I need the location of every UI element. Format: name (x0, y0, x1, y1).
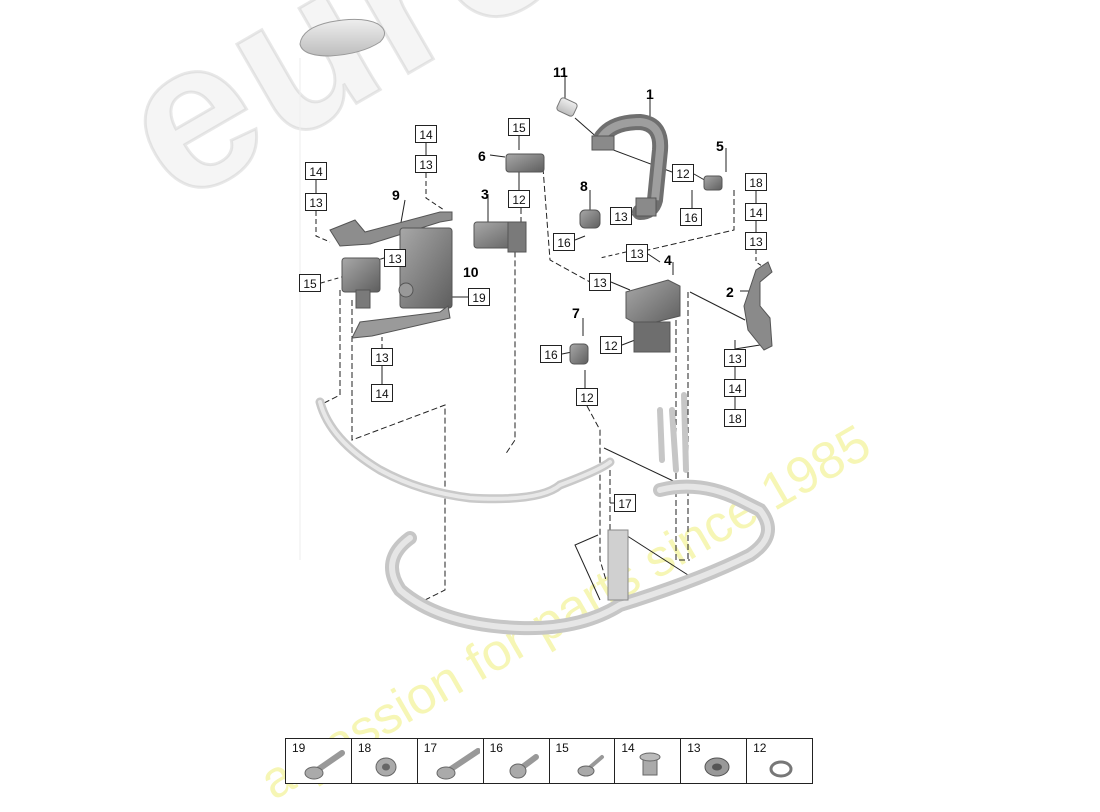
spacer-sleeve-icon (639, 752, 661, 776)
part-number-5: 5 (716, 138, 724, 154)
callout-box: 13 (626, 244, 648, 262)
legend-label: 16 (489, 741, 503, 755)
callout-box: 13 (305, 193, 327, 211)
part-number-7: 7 (572, 305, 580, 321)
legend-label: 13 (687, 741, 701, 755)
callout-box: 15 (508, 118, 530, 136)
callout-box: 13 (415, 155, 437, 173)
part-10-lower-bracket (351, 305, 451, 339)
legend-label: 14 (621, 741, 635, 755)
part-8-sensor (579, 209, 601, 229)
legend-cell-16: 16 (484, 739, 550, 783)
callout-box: 13 (589, 273, 611, 291)
callout-box: 13 (724, 349, 746, 367)
part-2-bracket (743, 261, 773, 351)
part-number-8: 8 (580, 178, 588, 194)
callout-box: 13 (610, 207, 632, 225)
legend-cell-18: 18 (352, 739, 418, 783)
callout-box: 15 (299, 274, 321, 292)
part-9-bracket (329, 211, 453, 247)
part-11-sensor (556, 97, 578, 117)
fastener-legend: 19 18 17 16 15 14 13 12 (285, 738, 813, 784)
part-15-sensor (341, 257, 381, 309)
part-number-9: 9 (392, 187, 400, 203)
part-1-hose (591, 113, 669, 220)
legend-cell-12: 12 (747, 739, 812, 783)
flange-bolt-icon (304, 750, 345, 780)
callout-box: 14 (371, 384, 393, 402)
callout-box: 13 (384, 249, 406, 267)
legend-label: 19 (292, 741, 306, 755)
callout-box: 13 (745, 232, 767, 250)
callout-box: 16 (680, 208, 702, 226)
part-7-sensor (569, 343, 589, 365)
legend-cell-15: 15 (550, 739, 616, 783)
callout-box: 16 (540, 345, 562, 363)
part-number-2: 2 (726, 284, 734, 300)
callout-box: 17 (614, 494, 636, 512)
part-number-4: 4 (664, 252, 672, 268)
legend-cell-14: 14 (615, 739, 682, 783)
bolt-icon (509, 754, 539, 779)
callout-box: 13 (371, 348, 393, 366)
callout-box: 14 (745, 203, 767, 221)
part-number-3: 3 (481, 186, 489, 202)
legend-label: 12 (753, 741, 767, 755)
legend-cell-19: 19 (286, 739, 352, 783)
legend-label: 18 (357, 741, 372, 755)
vehicle-silhouette-icon (299, 18, 385, 57)
callout-box: 16 (553, 233, 575, 251)
callout-box: 18 (724, 409, 746, 427)
callout-box: 14 (415, 125, 437, 143)
callout-box: 12 (576, 388, 598, 406)
o-ring-icon (769, 760, 793, 778)
refrigerant-line-upper (315, 397, 615, 504)
callout-box: 12 (600, 336, 622, 354)
refrigerant-line-lower (385, 392, 775, 636)
part-number-10: 10 (463, 264, 479, 280)
legend-label: 15 (555, 741, 569, 755)
legend-cell-13: 13 (681, 739, 748, 783)
callout-box: 18 (745, 173, 767, 191)
grommet-icon (704, 757, 730, 777)
callout-box: 12 (672, 164, 694, 182)
part-10-control-unit (398, 227, 453, 309)
part-number-6: 6 (478, 148, 486, 164)
callout-box: 14 (724, 379, 746, 397)
short-screw-icon (577, 755, 604, 777)
part-5-sensor (703, 175, 723, 191)
callout-box: 14 (305, 162, 327, 180)
part-6-sensor (505, 153, 545, 173)
legend-cell-17: 17 (418, 739, 484, 783)
callout-box: 19 (468, 288, 490, 306)
part-4-valve-block (625, 279, 681, 353)
part-17-bracket-plate (607, 529, 629, 601)
part-3-connector (473, 221, 527, 253)
callout-box: 12 (508, 190, 530, 208)
long-bolt-icon (436, 748, 480, 780)
legend-label: 17 (423, 741, 438, 755)
flange-nut-icon (375, 757, 397, 777)
part-number-11: 11 (553, 64, 568, 80)
part-number-1: 1 (646, 86, 654, 102)
